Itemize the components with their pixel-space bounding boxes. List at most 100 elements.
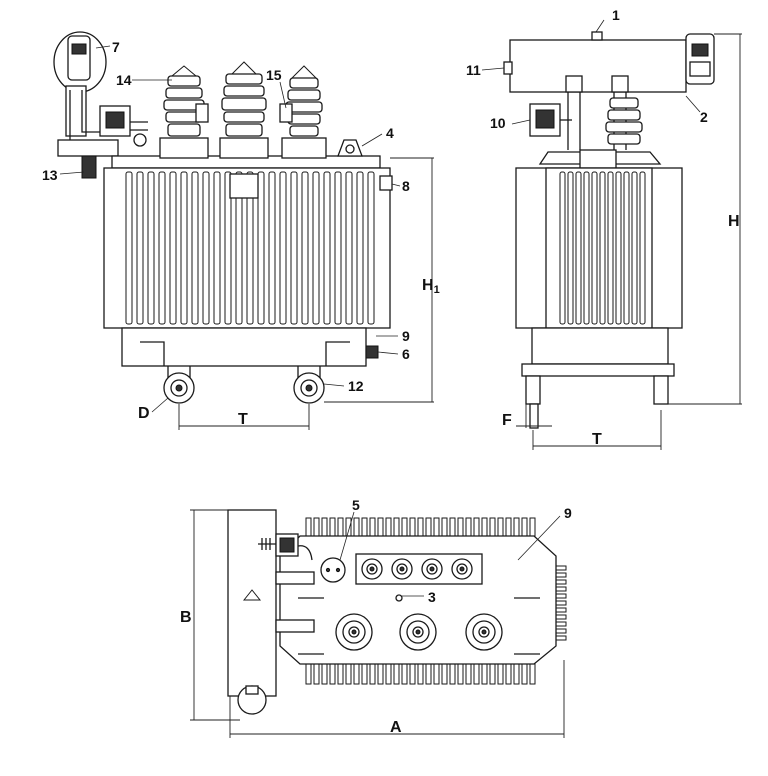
bushing-center [219,61,269,159]
top-fin [513,517,520,537]
bottom-fin [521,663,528,685]
tank-fin [268,171,276,325]
bottom-fin [377,663,384,685]
side-fin [583,171,590,325]
callout-15: 15 [266,67,282,83]
bottom-fin [457,663,464,685]
bushing-left [159,65,209,159]
bottom-fin [473,663,480,685]
bottom-fin [361,663,368,685]
hv-bushing-mid [472,620,496,644]
callout-9-top: 9 [564,505,572,521]
tank-fin [279,171,287,325]
hv-bushing-core [415,629,421,635]
top-fins-upper [305,517,536,537]
side-fins [559,171,646,325]
right-fin [555,572,567,578]
hv-bushing-inner [478,626,490,638]
top-fin [377,517,384,537]
callout-3: 3 [428,589,436,605]
oil-gauge [395,594,403,602]
hv-bushing-mid [342,620,366,644]
drain-pipe [81,155,97,179]
tank-fin [125,171,133,325]
bottom-fin [369,663,376,685]
bottom-fin [329,663,336,685]
top-fin [337,517,344,537]
callout-14: 14 [116,72,132,88]
right-fin [555,635,567,641]
tank-fin [312,171,320,325]
bottom-fin [489,663,496,685]
lv-bushing-inner [366,563,378,575]
bottom-fin [433,663,440,685]
wheels [163,366,325,404]
callout-6: 6 [402,346,410,362]
front-leaders [59,45,401,413]
callout-4: 4 [386,125,394,141]
dim-b: B [180,609,192,626]
callout-13: 13 [42,167,58,183]
side-base-frame [521,363,675,377]
lv-bushing-inner [396,563,408,575]
top-fins-right [555,565,567,641]
tank-fin [246,171,254,325]
tank-fin [345,171,353,325]
top-conservator [227,509,277,697]
right-fin [555,614,567,620]
hv-bushing-core [351,629,357,635]
tank-fin [323,171,331,325]
top-fin [521,517,528,537]
side-fin [615,171,622,325]
side-fin [575,171,582,325]
bottom-fin [337,663,344,685]
top-fin [345,517,352,537]
right-fin [555,600,567,606]
top-fin [441,517,448,537]
tank-fin [191,171,199,325]
top-fin [353,517,360,537]
bottom-fin [353,663,360,685]
right-fin [555,593,567,599]
callout-5: 5 [352,497,360,513]
dim-a: A [390,719,402,736]
lv-bushing-core [429,566,435,572]
callout-8: 8 [402,178,410,194]
top-fin [433,517,440,537]
callout-7: 7 [112,39,120,55]
bottom-fin [321,663,328,685]
breather [685,33,715,85]
right-fin [555,607,567,613]
callout-1: 1 [612,7,620,23]
hv-bushing-mid [406,620,430,644]
top-fin [305,517,312,537]
right-fin [555,586,567,592]
lv-bushing-inner [426,563,438,575]
top-fin [473,517,480,537]
dim-t-side: T [592,431,602,448]
top-fin [505,517,512,537]
top-fin [449,517,456,537]
side-fin [591,171,598,325]
pressure-relief [320,557,346,583]
conservator-end [53,31,119,157]
top-fin [369,517,376,537]
side-fin [567,171,574,325]
tank-fin [213,171,221,325]
tank-fin [367,171,375,325]
bottom-fin [385,663,392,685]
top-fin [465,517,472,537]
right-fin [555,565,567,571]
bottom-fin [465,663,472,685]
bushing-right [281,65,327,159]
bottom-fin [401,663,408,685]
tank-fin [180,171,188,325]
hv-bushing-core [481,629,487,635]
dim-h1: H1 [422,277,440,296]
hv-bushing-inner [412,626,424,638]
tank-fin [301,171,309,325]
dim-f: F [502,412,512,429]
top-fin [417,517,424,537]
tank-fin [224,171,232,325]
